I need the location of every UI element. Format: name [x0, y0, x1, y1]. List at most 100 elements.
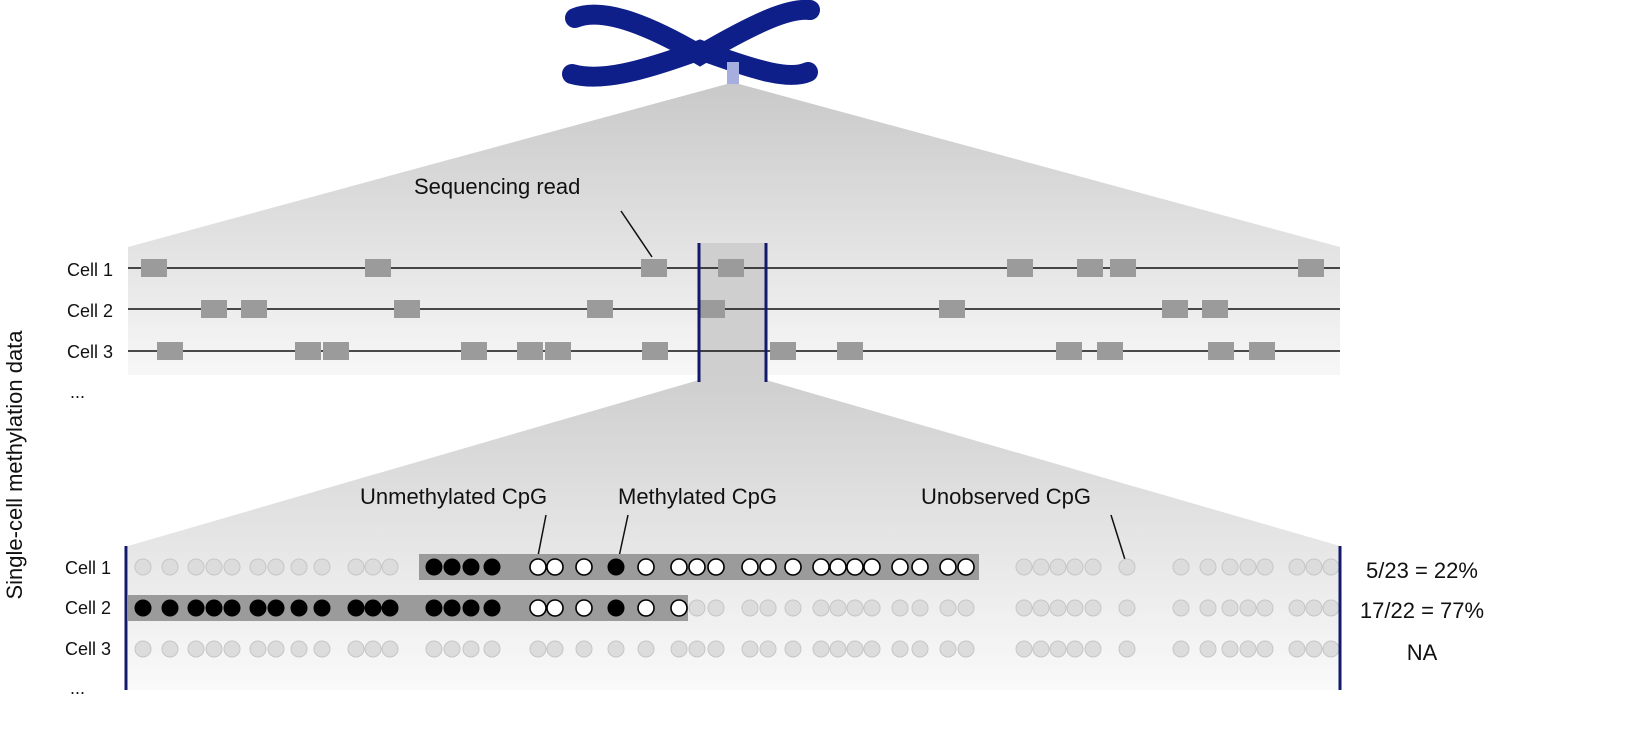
unobserved-cpg: [529, 640, 547, 658]
methylated-cpg: [443, 558, 461, 576]
bottom-row-label-cell-3: Cell 3: [65, 639, 111, 659]
methylated-cpg: [347, 599, 365, 617]
y-axis-title: Single-cell methylation data: [2, 330, 27, 600]
unobserved-cpg: [1084, 599, 1102, 617]
bottom-row-label-cell-2: Cell 2: [65, 598, 111, 618]
methylated-cpg: [483, 558, 501, 576]
sequencing-read-label: Sequencing read: [414, 174, 580, 199]
sequencing-read: [1162, 300, 1188, 318]
unobserved-cpg: [784, 640, 802, 658]
unmethylated-cpg: [741, 558, 759, 576]
unobserved-cpg: [1221, 640, 1239, 658]
sequencing-read: [394, 300, 420, 318]
unobserved-cpg: [1305, 599, 1323, 617]
sequencing-read: [545, 342, 571, 360]
sequencing-read: [699, 300, 725, 318]
unobserved-cpg: [462, 640, 480, 658]
methylated-cpg: [364, 599, 382, 617]
unobserved-cpg: [1049, 640, 1067, 658]
unobserved-cpg: [863, 599, 881, 617]
sequencing-read: [718, 259, 744, 277]
unobserved-cpg: [1172, 599, 1190, 617]
methylated-cpg: [607, 558, 625, 576]
methylated-cpg: [249, 599, 267, 617]
sequencing-read: [837, 342, 863, 360]
unobserved-cpg: [1172, 640, 1190, 658]
unobserved-cpg: [1305, 558, 1323, 576]
unobserved-cpg: [187, 558, 205, 576]
top-row-label-cell-3: Cell 3: [67, 342, 113, 362]
unmethylated-cpg: [707, 558, 725, 576]
unmethylated-cpg: [546, 558, 564, 576]
zoom-fan-top: [128, 84, 1340, 375]
unmethylated-cpg: [957, 558, 975, 576]
unmethylated-cpg: [529, 599, 547, 617]
unobserved-cpg: [911, 599, 929, 617]
top-panel-rows: [128, 259, 1340, 360]
unobserved-cpg: [443, 640, 461, 658]
unobserved-cpg: [223, 558, 241, 576]
unobserved-cpg: [1015, 640, 1033, 658]
unobserved-cpg: [1256, 558, 1274, 576]
unobserved-cpg: [313, 558, 331, 576]
sequencing-read: [1298, 259, 1324, 277]
unobserved-cpg: [741, 599, 759, 617]
unobserved-cpg: [1239, 640, 1257, 658]
unmethylated-cpg: [529, 558, 547, 576]
unobserved-cpg: [1256, 599, 1274, 617]
unobserved-cpg: [546, 640, 564, 658]
sequencing-read: [201, 300, 227, 318]
unobserved-cpg: [784, 599, 802, 617]
unmethylated-cpg: [637, 599, 655, 617]
sequencing-read: [323, 342, 349, 360]
methylated-cpg: [205, 599, 223, 617]
unobserved-cpg: [1118, 640, 1136, 658]
unobserved-cpg: [1221, 599, 1239, 617]
methylated-cpg: [462, 599, 480, 617]
unobserved-cpg: [1322, 640, 1340, 658]
unobserved-cpg: [1305, 640, 1323, 658]
sequencing-read: [642, 342, 668, 360]
sequencing-read: [241, 300, 267, 318]
result-cell-3: NA: [1407, 640, 1438, 665]
unobserved-cpg: [1288, 599, 1306, 617]
sequencing-read: [365, 259, 391, 277]
sequencing-read: [641, 259, 667, 277]
top-ellipsis: ...: [70, 382, 85, 402]
unobserved-cpg: [670, 640, 688, 658]
unmethylated-cpg: [846, 558, 864, 576]
unobserved-cpg: [1322, 599, 1340, 617]
unobserved-cpg: [891, 640, 909, 658]
methylated-cpg: [607, 599, 625, 617]
unobserved-cpg: [290, 640, 308, 658]
methylated-cpg: [223, 599, 241, 617]
sequencing-read: [1056, 342, 1082, 360]
sequencing-read: [587, 300, 613, 318]
unobserved-cpg: [846, 599, 864, 617]
methylated-cpg: [381, 599, 399, 617]
unobserved-cpg: [863, 640, 881, 658]
unobserved-cpg: [759, 599, 777, 617]
unmethylated-cpg: [891, 558, 909, 576]
unmethylated-cpg: [759, 558, 777, 576]
unmethylated-cpg: [575, 558, 593, 576]
unobserved-cpg: [688, 640, 706, 658]
unmethylated-cpg: [670, 558, 688, 576]
unobserved-cpg: [134, 558, 152, 576]
unobserved-cpg-pointer: [1110, 514, 1128, 567]
unobserved-cpg: [688, 599, 706, 617]
unobserved-cpg: [1322, 558, 1340, 576]
methylated-cpg: [161, 599, 179, 617]
unobserved-cpg: [249, 558, 267, 576]
zoom-fan-bottom: [128, 380, 1340, 690]
unobserved-cpg: [161, 558, 179, 576]
sequencing-read: [770, 342, 796, 360]
sequencing-read: [1097, 342, 1123, 360]
unmethylated-cpg: [863, 558, 881, 576]
sequencing-read-pointer: [620, 210, 653, 258]
unobserved-cpg: [161, 640, 179, 658]
unmethylated-cpg: [637, 558, 655, 576]
unobserved-cpg: [1049, 599, 1067, 617]
sequencing-read: [1208, 342, 1234, 360]
